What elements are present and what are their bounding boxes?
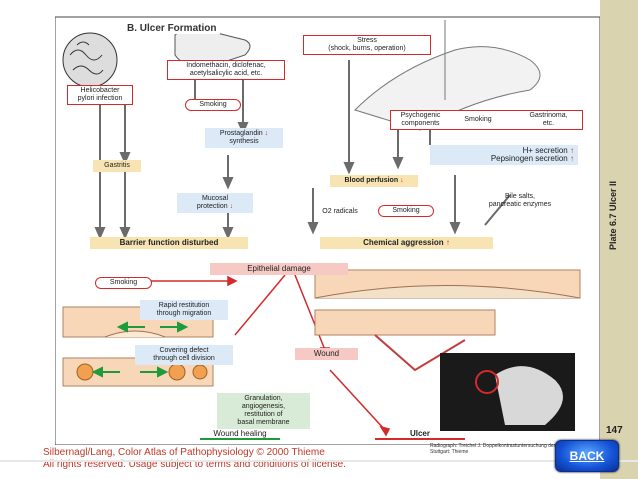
bile-salts-label: Bile salts,pancreatic enzymes bbox=[488, 193, 552, 208]
smoking-label-2: Smoking bbox=[464, 116, 492, 123]
back-button[interactable]: BACK bbox=[555, 440, 619, 472]
o2-radicals-label: O2 radicals bbox=[322, 208, 358, 215]
footer-rights: All rights reserved. Usage subject to te… bbox=[43, 459, 346, 470]
increase-arrow-icon: ↑ bbox=[570, 146, 574, 155]
bottom-rule bbox=[0, 460, 638, 462]
prostaglandin-box: Prostaglandin ↓ synthesis bbox=[205, 128, 283, 148]
panel-border bbox=[55, 16, 600, 445]
blood-perfusion-text: Blood perfusion bbox=[344, 177, 399, 184]
plate-label: Plate 6.7 Ulcer II bbox=[608, 180, 618, 250]
increase-arrow-icon-3: ↑ bbox=[445, 238, 450, 247]
decrease-arrow-icon-2: ↓ bbox=[400, 177, 404, 184]
green-arrows bbox=[91, 321, 189, 378]
diagram-graphics bbox=[55, 16, 600, 445]
barrier-box: Barrier function disturbed bbox=[90, 237, 248, 249]
wound-box: Wound bbox=[295, 348, 358, 360]
diagram-panel: B. Ulcer Formation Stress(shock, burns, … bbox=[55, 15, 600, 455]
smoking-label-3: Smoking bbox=[378, 205, 434, 217]
side-strip: Plate 6.7 Ulcer II 147 bbox=[600, 0, 638, 479]
chemical-text: Chemical aggression bbox=[363, 238, 444, 247]
gastritis-box: Gastritis bbox=[93, 160, 141, 172]
nsaids-label: Indomethacin, diclofenac,acetylsalicylic… bbox=[167, 60, 285, 80]
decrease-arrow-icon: ↓ bbox=[264, 130, 269, 137]
epithelium-illustrations bbox=[62, 269, 581, 387]
wound-healing-label: Wound healing bbox=[200, 430, 280, 440]
h-secretion-text: H+ secretion bbox=[522, 146, 568, 155]
panel-title: B. Ulcer Formation bbox=[123, 23, 221, 34]
stress-label: Stress(shock, burns, operation) bbox=[303, 35, 431, 55]
gray-arrows bbox=[94, 60, 511, 240]
blood-perfusion-box: Blood perfusion ↓ bbox=[330, 175, 418, 187]
smoking-label-1: Smoking bbox=[185, 99, 241, 111]
increase-arrow-icon-2: ↑ bbox=[570, 154, 574, 163]
footer-citation: Silbernagl/Lang, Color Atlas of Pathophy… bbox=[43, 447, 325, 458]
prostaglandin-text: Prostaglandin bbox=[219, 130, 263, 137]
decrease-arrow-icon-3: ↓ bbox=[229, 203, 234, 210]
secretion-box: H+ secretion ↑ Pepsinogen secretion ↑ bbox=[430, 145, 578, 165]
smoking-label-4: Smoking bbox=[95, 277, 152, 289]
radiograph-credit: Radiograph: Treichel J. Doppelkontrastun… bbox=[430, 443, 595, 455]
helicobacter-image bbox=[62, 32, 118, 88]
epithelial-box: Epithelial damage bbox=[210, 263, 348, 275]
chemical-box: Chemical aggression ↑ bbox=[320, 237, 493, 249]
prostaglandin-synthesis-text: synthesis bbox=[229, 138, 259, 145]
pepsinogen-text: Pepsinogen secretion bbox=[490, 154, 568, 163]
page-number: 147 bbox=[606, 425, 623, 436]
ulcer-label: Ulcer bbox=[375, 430, 465, 440]
gastrinoma-label: Gastrinoma,etc. bbox=[529, 112, 568, 127]
red-arrows bbox=[145, 274, 391, 437]
patient-image bbox=[354, 46, 541, 131]
